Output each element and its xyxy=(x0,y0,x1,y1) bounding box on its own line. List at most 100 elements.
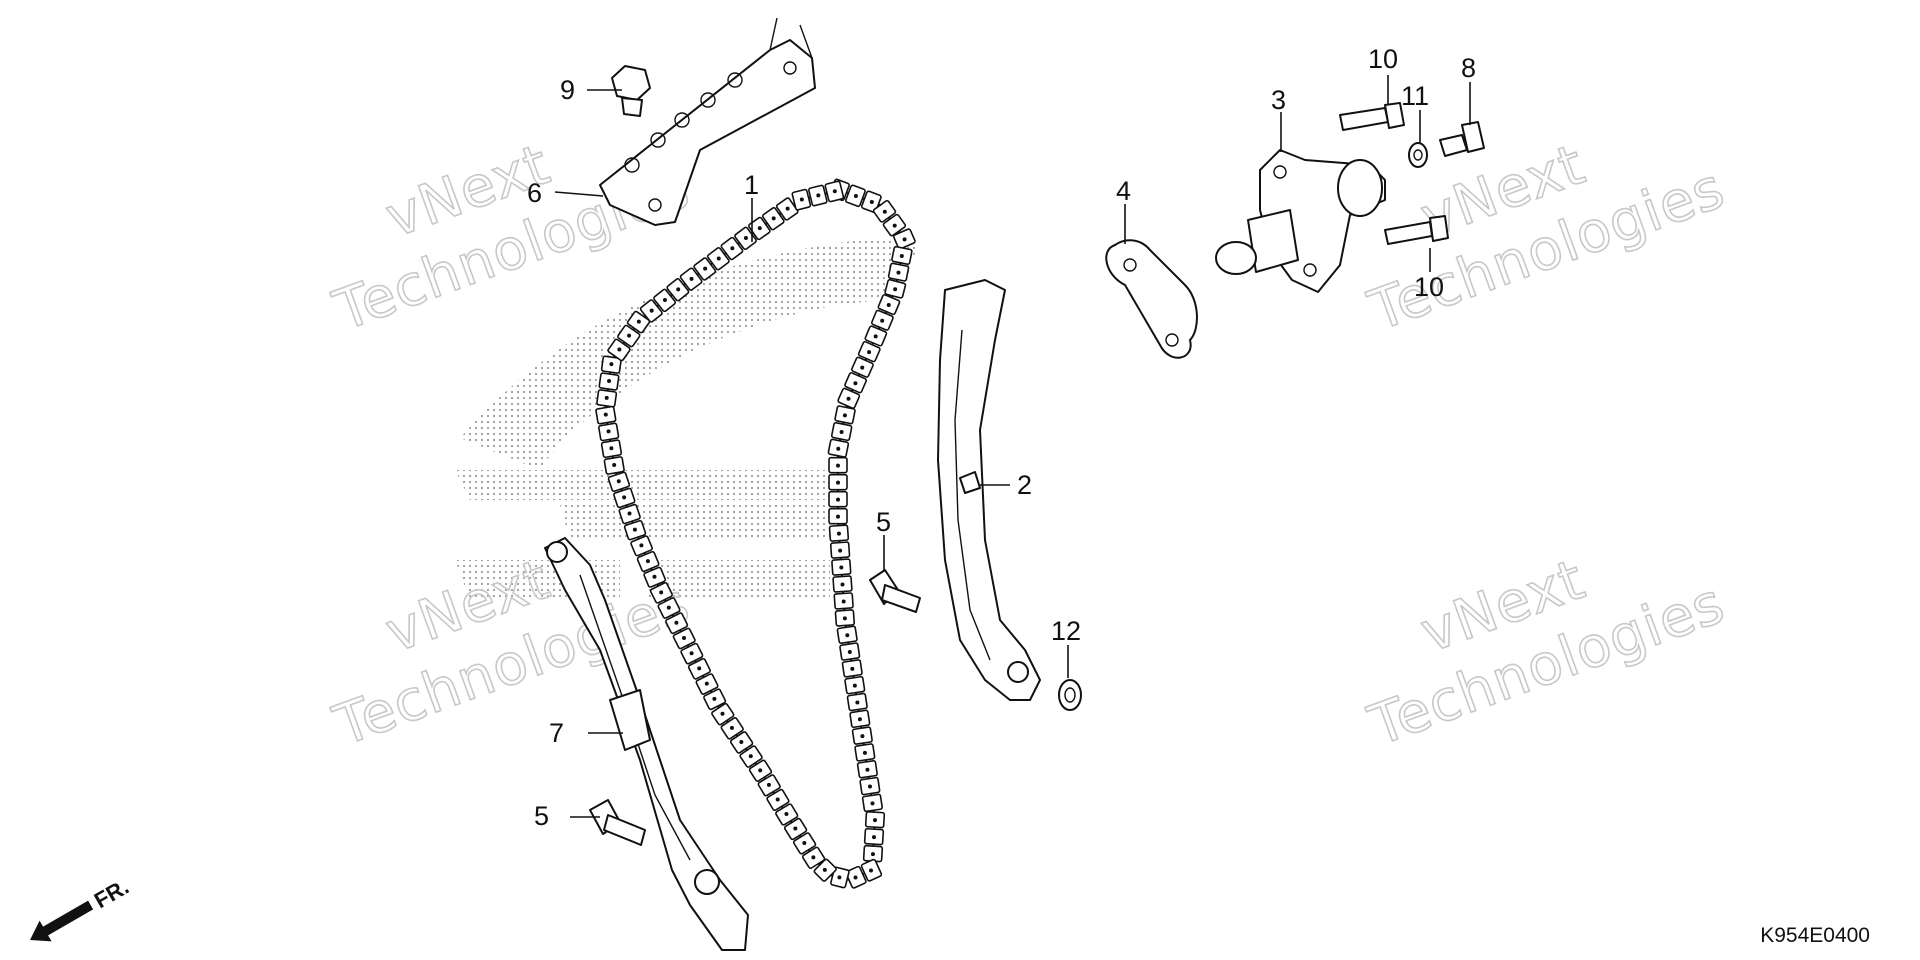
chain-pin xyxy=(606,429,611,434)
chain-pin xyxy=(743,236,748,241)
chain-pin xyxy=(681,635,686,640)
chain-pin xyxy=(892,223,897,228)
chain-pin xyxy=(880,318,885,323)
chain-pin xyxy=(802,840,807,845)
chain-pin xyxy=(836,514,840,519)
chain-pin xyxy=(899,253,904,258)
chain-pin xyxy=(838,548,843,553)
callout-8: 8 xyxy=(1461,53,1476,83)
chain-pin xyxy=(775,797,780,802)
callout-4: 4 xyxy=(1116,176,1131,206)
chain-pin xyxy=(853,875,858,880)
chain-pin xyxy=(689,276,694,281)
tensioner-guide xyxy=(937,279,1041,701)
callout-1: 1 xyxy=(744,170,759,200)
chain-pin xyxy=(627,333,632,338)
chain-pin xyxy=(869,868,874,873)
chain-pin xyxy=(785,206,790,211)
lifter-bolt-lower xyxy=(1384,215,1449,245)
chain-pin xyxy=(720,711,725,716)
cam-chain xyxy=(595,178,916,889)
chain-pin xyxy=(857,717,862,722)
callout-5-upper: 5 xyxy=(876,507,891,537)
chain-pin xyxy=(816,193,821,198)
chain-pin xyxy=(652,574,657,579)
chain-pin xyxy=(896,270,901,275)
chain-pin xyxy=(841,599,846,604)
chain-pin xyxy=(617,347,622,352)
guide-plate xyxy=(599,17,816,226)
chain-pin xyxy=(853,381,858,386)
chain-pin xyxy=(666,605,671,610)
chain-pin xyxy=(836,463,840,468)
chain-pin xyxy=(716,256,721,261)
chain-pin xyxy=(627,511,632,516)
chain-pin xyxy=(662,298,667,303)
chain-pin xyxy=(870,852,875,857)
chain-pin xyxy=(639,543,644,548)
chain-pin xyxy=(836,446,841,451)
chain-pin xyxy=(645,559,650,564)
chain-pin xyxy=(604,395,609,400)
chain-pin xyxy=(852,683,857,688)
chain-pin xyxy=(836,480,840,485)
pivot-bolt-lower xyxy=(589,799,646,846)
callout-6: 6 xyxy=(527,178,542,208)
chain-pin xyxy=(697,666,702,671)
callout-5-lower: 5 xyxy=(534,801,549,831)
chain-pin xyxy=(902,237,907,242)
chain-pin xyxy=(811,855,816,860)
chain-pin xyxy=(674,620,679,625)
chain-pin xyxy=(869,199,874,204)
chain-pin xyxy=(766,782,771,787)
lifter-gasket xyxy=(1105,239,1198,359)
chain-pin xyxy=(867,784,872,789)
chain-pin xyxy=(865,767,870,772)
chain-pin xyxy=(870,801,875,806)
callout-labels: 1 2 3 4 5 5 6 7 8 9 10 10 11 12 xyxy=(527,44,1476,831)
washer-12 xyxy=(1058,679,1082,711)
chain-pin xyxy=(846,396,851,401)
chain-pin xyxy=(845,633,850,638)
front-label: FR. xyxy=(90,874,133,913)
chain-pin xyxy=(729,725,734,730)
callout-11: 11 xyxy=(1401,81,1429,111)
chain-pin xyxy=(649,308,654,313)
chain-pin xyxy=(836,497,840,502)
chain-pin xyxy=(730,246,735,251)
chain-pin xyxy=(893,287,898,292)
chain-pin xyxy=(757,226,762,231)
chain-pin xyxy=(871,835,876,840)
chain-pin xyxy=(860,734,865,739)
chain-pin xyxy=(622,495,627,500)
tensioner-lifter xyxy=(1215,149,1386,293)
chain-pin xyxy=(832,189,837,194)
chain-pin xyxy=(771,216,776,221)
chain-pin xyxy=(612,462,617,467)
chain-pin xyxy=(636,319,641,324)
chain-pin xyxy=(855,700,860,705)
chain-pin xyxy=(689,651,694,656)
callout-7: 7 xyxy=(549,718,564,748)
chain-pin xyxy=(822,867,827,872)
chain-pin xyxy=(799,197,804,202)
chain-pin xyxy=(609,446,614,451)
chain-pin xyxy=(882,209,887,214)
chain-pin xyxy=(837,875,842,880)
leader-lines xyxy=(554,75,1471,818)
chain-pin xyxy=(793,826,798,831)
chain-pin xyxy=(862,750,867,755)
chain-pin xyxy=(836,531,841,536)
chain-pin xyxy=(758,768,763,773)
chain-pin xyxy=(886,303,891,308)
chain-pin xyxy=(609,362,614,367)
chain-pin xyxy=(676,287,681,292)
chain-pin xyxy=(659,590,664,595)
pivot-bolt-upper xyxy=(869,569,921,613)
flange-bolt-9 xyxy=(611,65,651,117)
chain-pin xyxy=(842,413,847,418)
chain-pin xyxy=(842,616,847,621)
chain-pin xyxy=(853,193,858,198)
chain-pin xyxy=(703,266,708,271)
